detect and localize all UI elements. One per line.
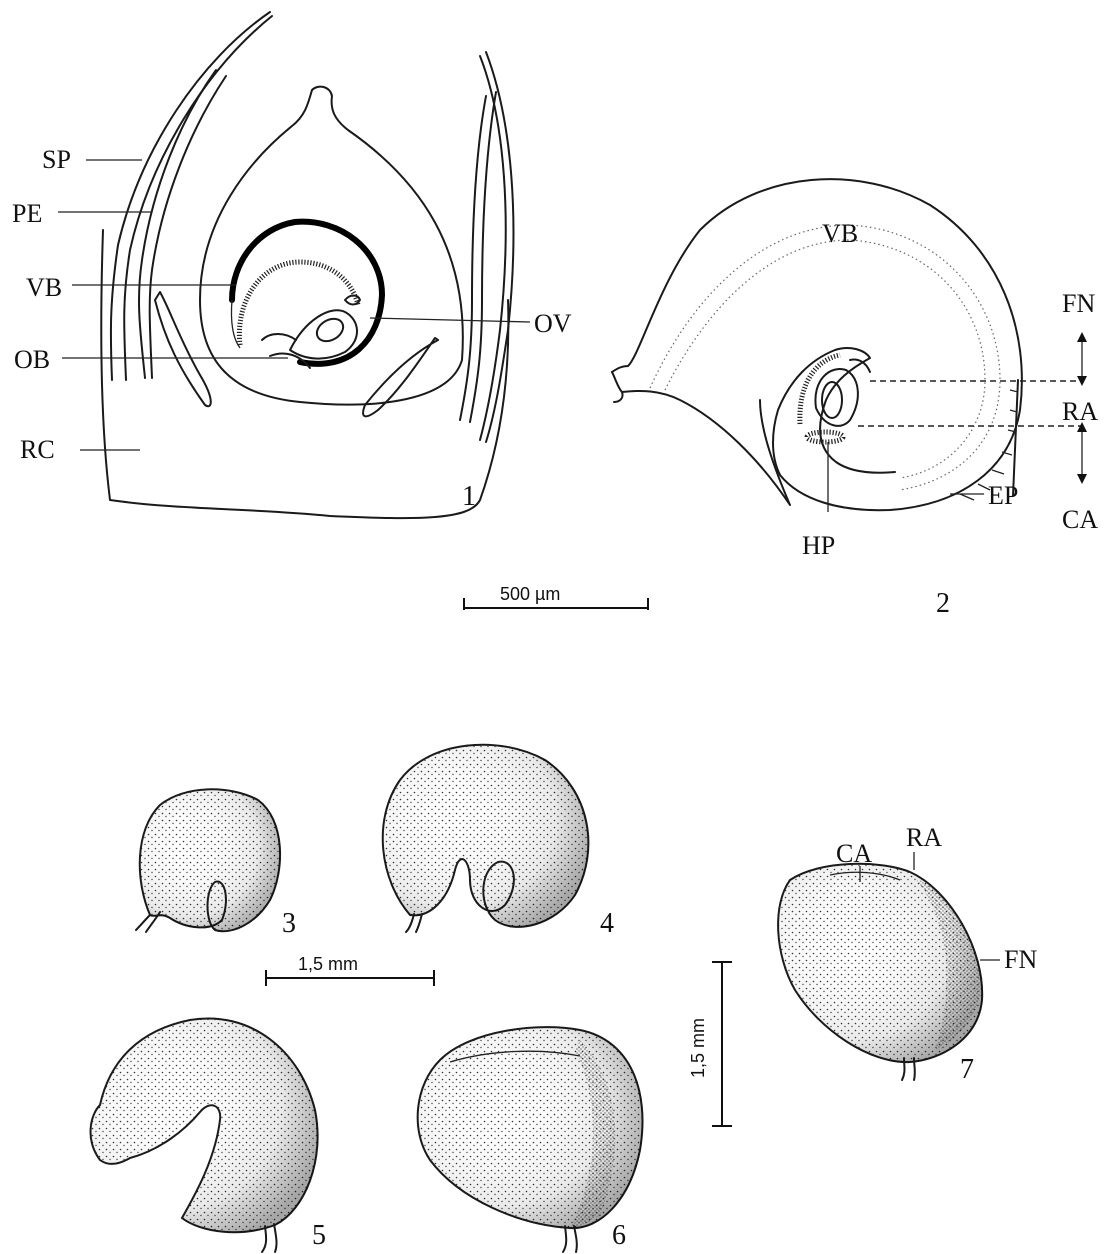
label-fn-fig2: FN	[1062, 289, 1095, 318]
figure-number-5: 5	[312, 1220, 326, 1251]
label-fn-fig7: FN	[1004, 945, 1037, 974]
label-ca-fig7: CA	[836, 839, 872, 868]
scale-label-middle: 1,5 mm	[298, 954, 358, 974]
figure-number-6: 6	[612, 1220, 626, 1251]
figure-6-seed	[418, 1027, 643, 1252]
label-ra-fig7: RA	[906, 823, 942, 852]
figure-number-7: 7	[960, 1054, 974, 1085]
figure-5-seed	[91, 1018, 318, 1252]
figure-number-2: 2	[936, 588, 950, 619]
figure-2-section	[612, 179, 1022, 510]
figure-number-4: 4	[600, 908, 614, 939]
figure-number-1: 1	[462, 481, 476, 512]
label-hp: HP	[802, 531, 835, 560]
figure-7-seed	[778, 864, 982, 1080]
label-ca-fig2: CA	[1062, 505, 1098, 534]
figure-number-3: 3	[282, 908, 296, 939]
scale-label-right: 1,5 mm	[688, 1018, 708, 1078]
label-vb-fig1: VB	[26, 273, 62, 302]
label-ra-fig2: RA	[1062, 397, 1098, 426]
scale-bar-right	[712, 962, 732, 1126]
label-sp: SP	[42, 145, 71, 174]
scale-label-top: 500 µm	[500, 584, 560, 604]
figure-1-section	[101, 12, 513, 518]
label-vb-fig2: VB	[822, 219, 858, 248]
figure-3-seed	[136, 789, 280, 932]
label-ov: OV	[534, 309, 572, 338]
figure-1-leaders	[58, 160, 530, 450]
label-ep: EP	[988, 481, 1018, 510]
label-pe: PE	[12, 199, 42, 228]
figure-4-seed	[383, 745, 589, 932]
label-rc: RC	[20, 435, 55, 464]
label-ob: OB	[14, 345, 50, 374]
